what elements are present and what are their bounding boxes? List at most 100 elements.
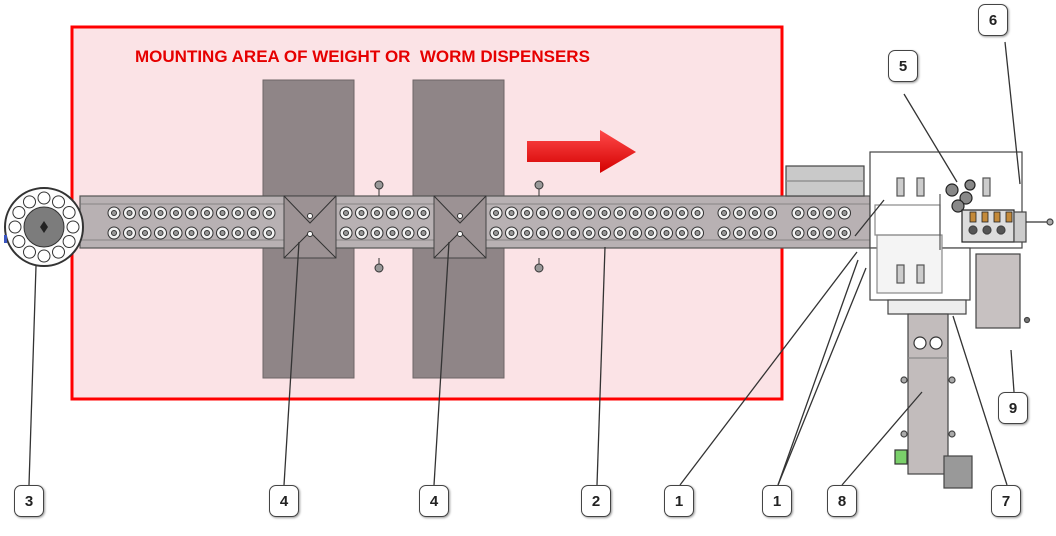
cup-pocket-center [157, 210, 164, 216]
mounting-area-label: MOUNTING AREA OF WEIGHT OR WORM DISPENSE… [135, 47, 590, 66]
cup-pocket-center [601, 210, 608, 216]
cup-pocket-center [358, 210, 365, 216]
cup-pocket-center [555, 210, 561, 216]
cup-pocket-center [204, 230, 210, 236]
cup-pocket-center [420, 230, 427, 236]
cup-pocket-center [389, 210, 396, 216]
cup-pocket-center [617, 210, 623, 216]
rotary-hole [62, 235, 76, 248]
rotary-hole [23, 245, 36, 259]
rotary-hole [8, 220, 22, 234]
cup-pocket-center [493, 210, 499, 216]
callout-4-second: 4 [419, 485, 449, 517]
cup-pocket-center [374, 230, 380, 236]
cup-pocket-center [374, 210, 380, 216]
cup-pocket-center [752, 210, 758, 216]
cup-pocket-center [250, 210, 257, 216]
callout-5: 5 [888, 50, 918, 82]
cup-pocket-center [142, 210, 148, 216]
cup-pocket-center [539, 210, 546, 216]
cup-pocket-center [752, 230, 758, 236]
callout-4-first: 4 [269, 485, 299, 517]
rotary-hole [37, 249, 51, 263]
cup-pocket-center [679, 230, 685, 236]
cup-pocket-center [663, 210, 670, 216]
cup-pocket-center [617, 230, 623, 236]
cup-pocket-center [826, 210, 832, 216]
cup-pocket-center [841, 210, 848, 216]
cup-pocket-center [389, 230, 396, 236]
cup-pocket-center [508, 210, 515, 216]
cup-pocket-center [736, 230, 743, 236]
cup-pocket-center [663, 230, 670, 236]
cup-pocket-center [570, 210, 577, 216]
cup-pocket-center [157, 230, 164, 236]
cup-pocket-center [266, 230, 272, 236]
cup-pocket-center [111, 230, 117, 236]
cup-pocket-center [219, 210, 226, 216]
cup-pocket-center [795, 230, 801, 236]
rotary-hole [12, 235, 26, 248]
cup-pocket-center [679, 210, 685, 216]
cup-pocket-center [126, 210, 133, 216]
cup-pocket-center [694, 230, 701, 236]
cup-pocket-center [188, 230, 195, 236]
cup-pocket-center [632, 210, 639, 216]
cup-pocket-center [142, 230, 148, 236]
cup-pocket-center [694, 210, 701, 216]
cup-pocket-center [810, 230, 817, 236]
rotary-table [4, 187, 84, 267]
callout-3: 3 [14, 485, 44, 517]
direction-arrow [527, 130, 636, 173]
cup-pocket-center [524, 210, 530, 216]
cup-pocket-center [204, 210, 210, 216]
capping-station [785, 151, 1054, 489]
rotary-hole [52, 195, 65, 209]
leader-lines [28, 41, 1021, 486]
rotary-hole [62, 206, 76, 219]
cup-pocket-center [343, 210, 349, 216]
cup-pocket-center [648, 230, 654, 236]
callout-2: 2 [581, 485, 611, 517]
cup-pocket-center [767, 210, 774, 216]
cup-pocket-center [420, 210, 427, 216]
cup-pocket-center [601, 230, 608, 236]
cup-pocket-center [235, 230, 241, 236]
rotary-hole [23, 195, 36, 209]
cup-row [107, 206, 851, 240]
cup-pocket-center [555, 230, 561, 236]
cup-pocket-center [508, 230, 515, 236]
cup-pocket-center [632, 230, 639, 236]
rotary-hole [66, 220, 80, 234]
cup-pocket-center [173, 210, 179, 216]
cup-pocket-center [586, 210, 592, 216]
cup-pocket-center [721, 230, 727, 236]
dispenser-funnel-1 [283, 195, 337, 259]
cup-pocket-center [126, 230, 133, 236]
cup-pocket-center [493, 230, 499, 236]
rotary-hole [52, 245, 65, 259]
cup-pocket-center [586, 230, 592, 236]
cup-pocket-center [343, 230, 349, 236]
cup-pocket-center [648, 210, 654, 216]
cup-pocket-center [235, 210, 241, 216]
cup-pocket-center [405, 230, 411, 236]
rotary-hole [12, 206, 26, 219]
callout-8: 8 [827, 485, 857, 517]
callout-1-second: 1 [762, 485, 792, 517]
cup-pocket-center [539, 230, 546, 236]
cup-pocket-center [219, 230, 226, 236]
callout-1-first: 1 [664, 485, 694, 517]
cup-pocket-center [767, 230, 774, 236]
cup-pocket-center [266, 210, 272, 216]
cup-pocket-center [250, 230, 257, 236]
cup-pocket-center [405, 210, 411, 216]
cup-pocket-center [736, 210, 743, 216]
callout-7: 7 [991, 485, 1021, 517]
rotary-hole [37, 191, 51, 205]
cup-pocket-center [841, 230, 848, 236]
callout-6: 6 [978, 4, 1008, 36]
callout-9: 9 [998, 392, 1028, 424]
cup-pocket-center [188, 210, 195, 216]
